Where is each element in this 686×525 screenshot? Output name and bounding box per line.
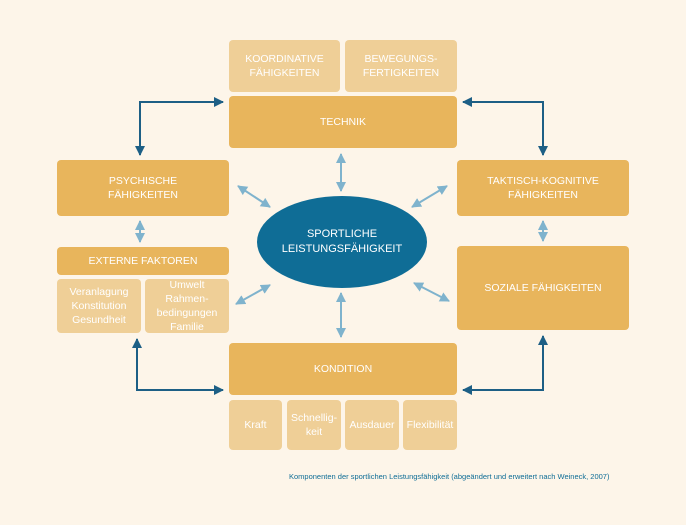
- externe-faktoren-box: Externe Faktoren: [57, 247, 229, 275]
- soziale-faehigkeiten-box: Soziale Fähigkeiten: [457, 246, 629, 330]
- connector-center-taktisch: [411, 185, 448, 208]
- umwelt-box: Umwelt Rahmen- bedingungen Familie: [145, 279, 229, 333]
- figure-caption: Komponenten der sportlichen Leistungsfäh…: [289, 472, 610, 481]
- connector-externe-kondition: [132, 338, 224, 395]
- flexibilitaet-box: Flexibilität: [403, 400, 457, 450]
- technik-box: Technik: [229, 96, 457, 148]
- connector-soziale-kondition: [462, 335, 548, 395]
- connector-center-externe: [235, 284, 271, 305]
- bewegungsfertigkeiten-box: Bewegungs- fertigkeiten: [345, 40, 457, 92]
- sportliche-leistungsfaehigkeit-ellipse: Sportliche Leistungsfähigkeit: [257, 196, 427, 288]
- kraft-box: Kraft: [229, 400, 282, 450]
- connector-center-soziale: [413, 282, 450, 302]
- ausdauer-box: Ausdauer: [345, 400, 399, 450]
- connector-technik-taktisch: [462, 97, 548, 156]
- connector-center-psychische: [237, 185, 271, 208]
- kondition-box: Kondition: [229, 343, 457, 395]
- psychische-faehigkeiten-box: Psychische Fähigkeiten: [57, 160, 229, 216]
- connector-psychische-technik: [135, 97, 224, 156]
- koordinative-faehigkeiten-box: Koordinative Fähigkeiten: [229, 40, 340, 92]
- veranlagung-box: Veranlagung Konstitution Gesundheit: [57, 279, 141, 333]
- taktisch-kognitive-faehigkeiten-box: Taktisch-kognitive Fähigkeiten: [457, 160, 629, 216]
- schnelligkeit-box: Schnellig- keit: [287, 400, 341, 450]
